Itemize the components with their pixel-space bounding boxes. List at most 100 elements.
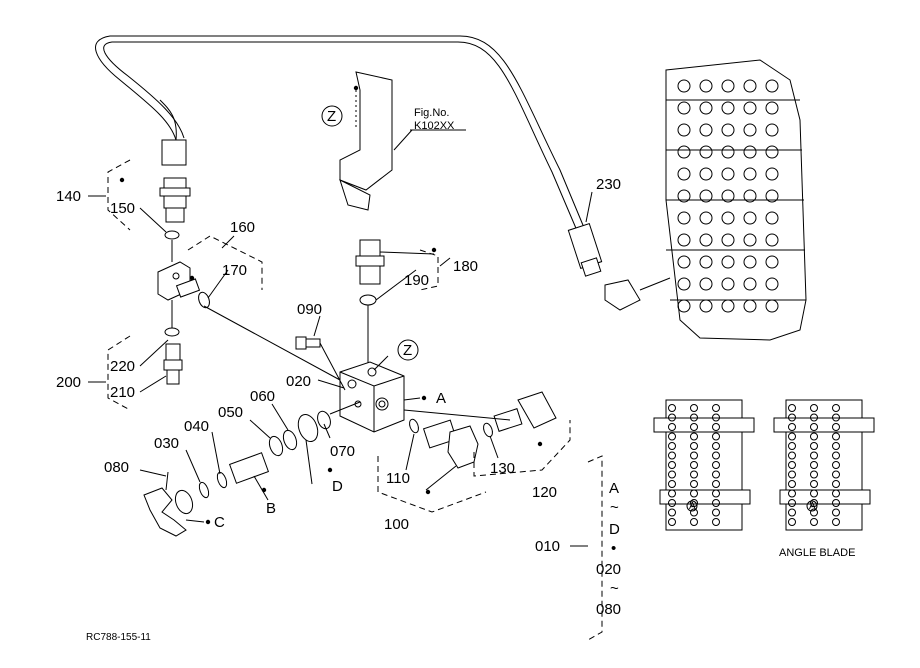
- valve-view-a-letter-1: A: [689, 501, 696, 512]
- valve-view-port: [712, 489, 720, 498]
- valve-view-port: [712, 404, 720, 412]
- valve-port: [743, 233, 757, 247]
- valve-view-port: [712, 470, 720, 479]
- valve-view-port: [832, 432, 840, 441]
- range-to-1: D: [609, 521, 620, 538]
- valve-port: [765, 145, 779, 159]
- valve-port: [699, 255, 713, 269]
- valve-port: [743, 79, 757, 93]
- valve-port: [677, 233, 691, 247]
- valve-port: [721, 299, 735, 313]
- valve-view-port: [712, 413, 720, 422]
- valve-view-port: [668, 461, 676, 469]
- valve-view-port: [712, 451, 720, 460]
- letter-c: C: [214, 514, 225, 531]
- valve-view-port: [668, 451, 676, 460]
- hose-230: [95, 35, 671, 311]
- label-160: 160: [230, 219, 255, 236]
- valve-view-port: [832, 442, 840, 450]
- label-090: 090: [297, 301, 322, 318]
- label-150: 150: [110, 200, 135, 217]
- letter-a: A: [436, 390, 446, 407]
- valve-view-port: [668, 423, 676, 431]
- label-120: 120: [532, 484, 557, 501]
- valve-port: [743, 211, 757, 225]
- valve-view-port: [668, 470, 676, 479]
- valve-port: [699, 299, 713, 313]
- valve-port: [721, 211, 735, 225]
- valve-port: [765, 233, 779, 247]
- fitting-140: [159, 99, 191, 240]
- valve-view-port: [810, 432, 818, 441]
- range-tilde-1: ~: [610, 499, 619, 516]
- valve-port: [721, 101, 735, 115]
- valve-port: [765, 189, 779, 203]
- valve-view-port: [668, 508, 676, 517]
- valve-port: [677, 277, 691, 291]
- bolt-090: [295, 336, 346, 391]
- label-020: 020: [286, 373, 311, 390]
- valve-port: [765, 299, 779, 313]
- valve-view-port: [690, 518, 698, 526]
- valve-view-port: [810, 404, 818, 412]
- valve-view-port: [712, 423, 720, 431]
- valve-view-port: [832, 423, 840, 431]
- valve-port: [677, 255, 691, 269]
- reference-dots: [119, 85, 543, 525]
- valve-view-port: [810, 489, 818, 498]
- valve-view-port: [712, 499, 720, 507]
- valve-port: [677, 299, 691, 313]
- label-170: 170: [222, 262, 247, 279]
- valve-view-port: [690, 470, 698, 479]
- valve-view-port: [712, 432, 720, 441]
- valve-port: [743, 277, 757, 291]
- valve-view-port: [712, 442, 720, 450]
- label-190: 190: [404, 272, 429, 289]
- valve-port: [699, 211, 713, 225]
- valve-view-port: [668, 489, 676, 498]
- valve-view-port: [832, 518, 840, 526]
- label-110: 110: [386, 470, 410, 487]
- valve-view-port: [690, 499, 698, 507]
- range-from-1: A: [609, 480, 619, 497]
- valve-port: [743, 189, 757, 203]
- valve-view-port: [690, 404, 698, 412]
- valve-view-port: [810, 442, 818, 450]
- label-040: 040: [184, 418, 209, 435]
- valve-port: [699, 123, 713, 137]
- valve-port: [743, 167, 757, 181]
- valve-view-port: [690, 508, 698, 517]
- drawing-code: RC788-155-11: [86, 632, 151, 643]
- valve-view-port: [810, 480, 818, 488]
- valve-view-port: [668, 404, 676, 412]
- valve-view-port: [668, 499, 676, 507]
- valve-view-port: [690, 423, 698, 431]
- valve-port: [677, 189, 691, 203]
- label-180: 180: [453, 258, 478, 275]
- valve-view-port: [788, 499, 796, 507]
- z-marker-bracket: Z: [321, 105, 343, 127]
- range-from-2: 020: [596, 561, 621, 578]
- label-200: 200: [56, 374, 81, 391]
- valve-view-port: [788, 413, 796, 422]
- valve-view-port: [810, 423, 818, 431]
- valve-view-port: [788, 489, 796, 498]
- letter-b: B: [266, 500, 276, 517]
- elbow-100: [403, 391, 557, 469]
- valve-port: [677, 167, 691, 181]
- valve-port: [743, 101, 757, 115]
- valve-view-port: [832, 451, 840, 460]
- valve-view-port: [832, 470, 840, 479]
- label-050: 050: [218, 404, 243, 421]
- valve-port: [699, 79, 713, 93]
- valve-port: [677, 211, 691, 225]
- valve-body-020: [203, 305, 405, 433]
- valve-view-a-marker-2: A: [806, 500, 818, 512]
- leader-lines: [88, 191, 593, 547]
- valve-view-port: [788, 508, 796, 517]
- valve-port: [721, 79, 735, 93]
- valve-view-port: [690, 442, 698, 450]
- group-brackets: [107, 159, 603, 641]
- tee-block: [157, 240, 210, 385]
- valve-view-port: [690, 432, 698, 441]
